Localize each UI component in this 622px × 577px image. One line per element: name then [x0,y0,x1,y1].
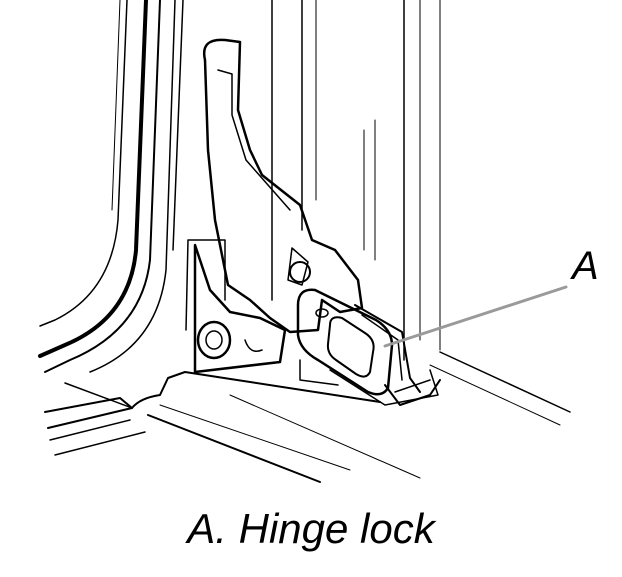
figure-caption: A. Hinge lock [187,505,435,552]
callout-leader-line [383,285,568,348]
callout-label-a: A [572,244,599,288]
hinge-lock-illustration [38,0,571,483]
bottom-frame [44,351,571,483]
hinge-arm [202,38,364,334]
hinge-receptacle [299,359,439,406]
hinge-lock [296,288,441,406]
door-frame [38,0,184,373]
hinge-bracket [193,243,287,374]
cabinet-wall [185,0,441,361]
